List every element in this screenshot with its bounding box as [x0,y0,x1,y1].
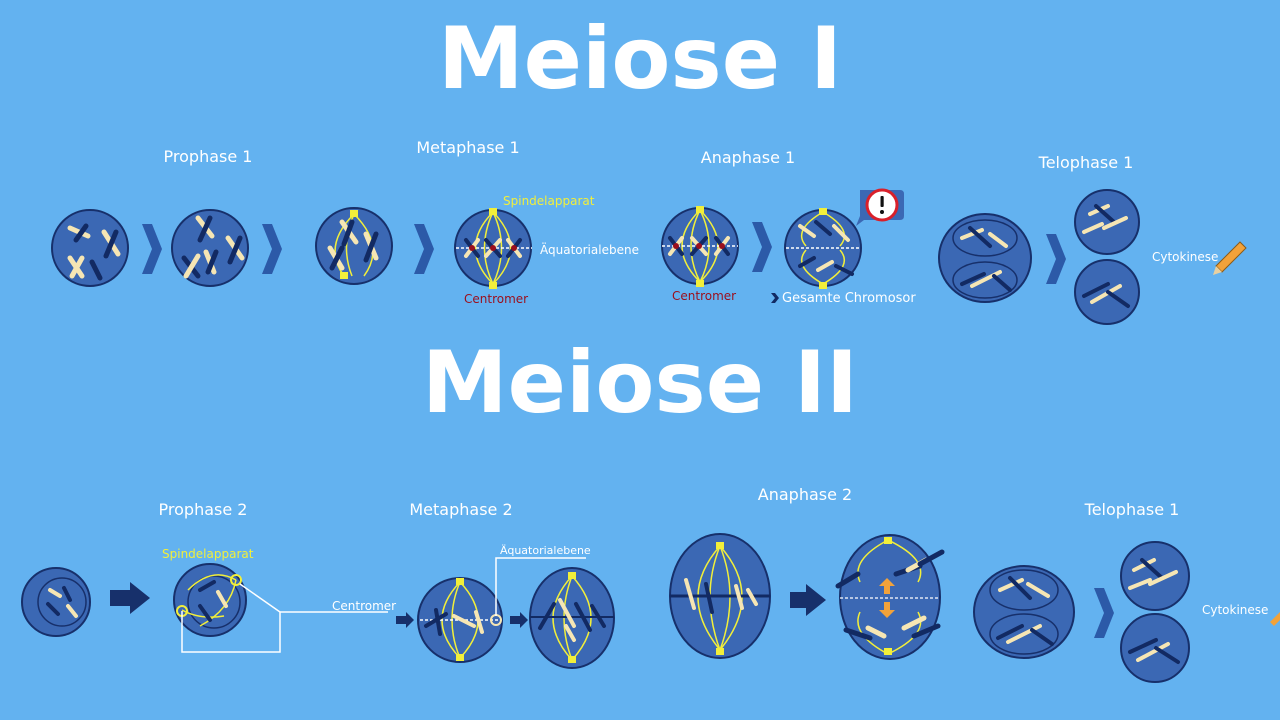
pencil-icon [1270,612,1280,626]
cell-prophase2-b [173,563,247,637]
label-anaphase-2: Anaphase 2 [757,485,853,504]
cell-metaphase2-a [417,577,503,663]
cell-anaphase1-b [784,208,862,289]
label-telophase-1: Telophase 1 [1038,153,1134,172]
label-centromere-2: Centromer [332,599,397,613]
pencil-icon [1213,241,1247,275]
label-telophase-2: Telophase 1 [1084,500,1180,519]
arrow-right-icon [790,584,826,616]
cell-prophase1-b [171,209,249,287]
exclamation-icon [856,188,904,226]
label-metaphase-2: Metaphase 2 [409,500,513,519]
cell-prophase1-a [51,209,129,287]
label-cytokinesis-2: Cytokinese [1202,603,1269,617]
cell-telophase2-bottom [1120,613,1190,683]
label-equatorial-plane-1: Äquatorialebene [540,243,639,257]
cell-anaphase2-b [835,534,945,660]
up-arrow-icon [879,578,895,594]
chevron-right-icon [771,293,779,303]
label-prophase-2: Prophase 2 [158,500,248,519]
label-equatorial-plane-2: Äquatorialebene [500,544,591,557]
cell-telophase2-dividing [973,565,1075,659]
label-total-chromosomes: Gesamte Chromosor [782,291,916,306]
cell-anaphase1-a [661,206,739,287]
chevron-right-icon [262,224,282,274]
cell-metaphase2-b [529,567,615,669]
label-cytokinesis-1: Cytokinese [1152,250,1219,264]
arrow-right-icon [396,612,414,628]
label-spindle-apparatus-1: Spindelapparat [503,194,595,208]
cell-metaphase1-b [454,208,532,289]
title-meiosis-1: Meiose I [438,9,842,109]
label-centromere-anaphase-1: Centromer [672,289,737,303]
cell-telophase1-bottom [1074,259,1140,325]
label-spindle-apparatus-2: Spindelapparat [162,547,254,561]
cell-telophase1-top [1074,189,1140,255]
arrow-right-icon [110,582,150,614]
down-arrow-icon [879,602,895,618]
label-metaphase-1: Metaphase 1 [416,138,520,157]
cell-telophase1-dividing [938,213,1032,303]
label-centromere-1: Centromer [464,292,529,306]
chevron-right-icon [142,224,162,274]
chevron-right-icon [414,224,434,274]
cell-anaphase2-a [669,533,771,659]
cell-prophase2-a [21,567,91,637]
chevron-right-icon [1046,234,1066,284]
label-prophase-1: Prophase 1 [163,147,253,166]
arrow-right-icon [510,612,528,628]
title-meiosis-2: Meiose II [422,333,858,433]
label-anaphase-1: Anaphase 1 [700,148,796,167]
cell-metaphase1-a [315,207,393,285]
chevron-right-icon [1094,588,1114,638]
cell-telophase2-top [1120,541,1190,611]
chevron-right-icon [752,222,772,272]
